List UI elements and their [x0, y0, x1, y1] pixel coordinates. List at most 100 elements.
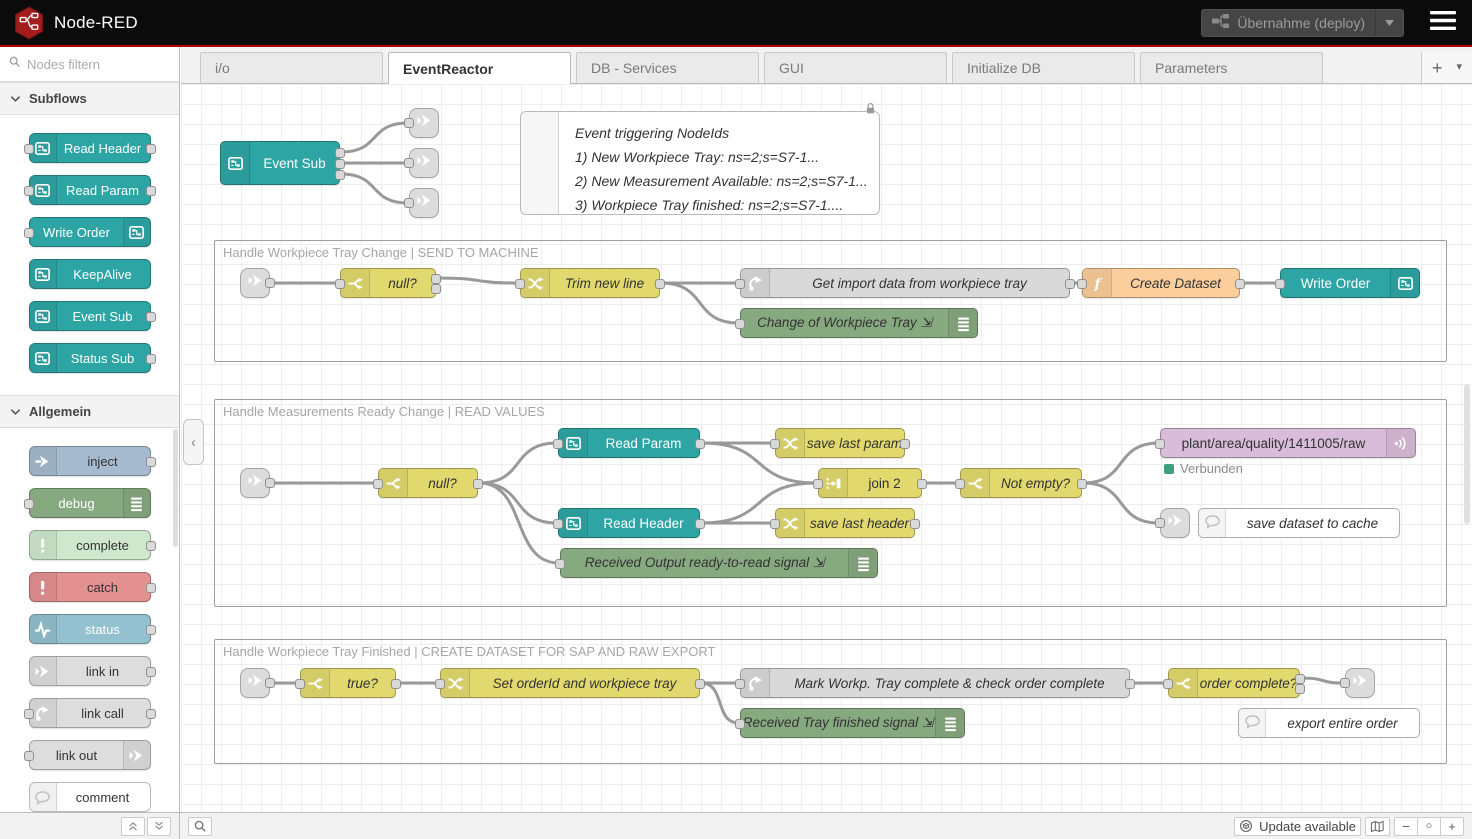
input-port[interactable] — [23, 144, 34, 154]
input-port[interactable] — [515, 279, 525, 289]
output-port[interactable] — [1077, 479, 1087, 489]
flow-node[interactable]: Write Order — [1275, 268, 1420, 298]
expand-all-button[interactable] — [147, 816, 171, 836]
tab-initialize-db[interactable]: Initialize DB — [952, 52, 1135, 83]
palette-scrollbar[interactable] — [173, 429, 178, 547]
palette-node-link-in[interactable]: link in — [28, 656, 156, 686]
input-port[interactable] — [1155, 439, 1165, 449]
deploy-button[interactable]: Übernahme (deploy) — [1201, 8, 1404, 37]
canvas-search-button[interactable] — [188, 816, 212, 836]
flow-node[interactable]: Trim new line — [515, 268, 665, 298]
output-port[interactable] — [1125, 679, 1135, 689]
input-port[interactable] — [295, 679, 305, 689]
flow-node[interactable]: Change of Workpiece Tray ⇲ — [735, 308, 978, 338]
tab-parameters[interactable]: Parameters — [1140, 52, 1323, 83]
link-in-node[interactable] — [240, 468, 275, 498]
input-port[interactable] — [373, 479, 383, 489]
input-port[interactable] — [23, 228, 34, 238]
flow-node[interactable]: Set orderId and workpiece tray — [435, 668, 705, 698]
flow-node[interactable]: Not empty? — [955, 468, 1087, 498]
link-out-node[interactable] — [404, 108, 439, 138]
flow-node[interactable]: Read Header — [553, 508, 705, 538]
output-port[interactable] — [265, 678, 275, 688]
input-port[interactable] — [435, 679, 445, 689]
output-port[interactable] — [145, 709, 156, 719]
input-port[interactable] — [335, 279, 345, 289]
flow-group[interactable]: Handle Workpiece Tray Finished | CREATE … — [214, 639, 1447, 764]
output-port[interactable] — [145, 541, 156, 551]
flow-node[interactable]: Get import data from workpiece tray — [735, 268, 1075, 298]
output-port[interactable] — [145, 144, 156, 154]
output-port[interactable] — [695, 519, 705, 529]
output-port[interactable] — [145, 625, 156, 635]
output-port[interactable] — [145, 186, 156, 196]
flow-node[interactable]: save last header — [770, 508, 920, 538]
output-port[interactable] — [265, 478, 275, 488]
palette-node-inject[interactable]: inject — [28, 446, 156, 476]
tab-gui[interactable]: GUI — [764, 52, 947, 83]
palette-node-debug[interactable]: debug — [23, 488, 151, 518]
output-port[interactable] — [1295, 674, 1305, 684]
input-port[interactable] — [23, 499, 34, 509]
comment-node[interactable]: export entire order — [1238, 708, 1420, 738]
palette-search[interactable] — [0, 47, 179, 82]
flow-node[interactable]: Event Sub — [220, 141, 345, 185]
input-port[interactable] — [404, 118, 414, 128]
tab-i-o[interactable]: i/o — [200, 52, 383, 83]
palette-category-allgemein[interactable]: Allgemein — [0, 395, 179, 428]
flow-node[interactable]: join 2 — [813, 468, 927, 498]
comment-node[interactable]: save dataset to cache — [1198, 508, 1400, 538]
input-port[interactable] — [1077, 279, 1087, 289]
flow-node[interactable]: save last param — [770, 428, 910, 458]
palette-node-read-header[interactable]: Read Header — [23, 133, 156, 163]
collapse-all-button[interactable] — [121, 816, 145, 836]
output-port[interactable] — [695, 439, 705, 449]
input-port[interactable] — [555, 559, 565, 569]
zoom-in-button[interactable]: + — [1440, 816, 1464, 836]
flow-group[interactable]: Handle Workpiece Tray Change | SEND TO M… — [214, 240, 1447, 362]
output-port[interactable] — [145, 457, 156, 467]
input-port[interactable] — [553, 439, 563, 449]
output-port[interactable] — [145, 667, 156, 677]
input-port[interactable] — [1340, 678, 1350, 688]
wire[interactable] — [339, 121, 410, 154]
palette-category-subflows[interactable]: Subflows — [0, 82, 179, 115]
flow-canvas[interactable]: Handle Workpiece Tray Change | SEND TO M… — [181, 84, 1472, 812]
output-port[interactable] — [431, 284, 441, 294]
input-port[interactable] — [955, 479, 965, 489]
main-menu-button[interactable] — [1430, 10, 1456, 35]
palette-node-read-param[interactable]: Read Param — [23, 175, 156, 205]
input-port[interactable] — [735, 319, 745, 329]
input-port[interactable] — [1155, 518, 1165, 528]
output-port[interactable] — [391, 679, 401, 689]
input-port[interactable] — [404, 158, 414, 168]
palette-node-complete[interactable]: complete — [28, 530, 156, 560]
output-port[interactable] — [145, 583, 156, 593]
flow-group[interactable]: Handle Measurements Ready Change | READ … — [214, 399, 1447, 607]
wire[interactable] — [339, 172, 410, 205]
flow-node[interactable]: Mark Workp. Tray complete & check order … — [735, 668, 1135, 698]
palette-node-keepalive[interactable]: KeepAlive — [28, 259, 151, 289]
flow-node[interactable]: null? — [335, 268, 441, 298]
input-port[interactable] — [770, 519, 780, 529]
flow-node[interactable]: order complete? — [1163, 668, 1305, 698]
input-port[interactable] — [735, 719, 745, 729]
palette-node-link-out[interactable]: link out — [23, 740, 151, 770]
flow-node[interactable]: true? — [295, 668, 401, 698]
sidebar-collapse-handle[interactable]: ‹ — [183, 419, 204, 465]
palette-node-write-order[interactable]: Write Order — [23, 217, 151, 247]
output-port[interactable] — [265, 278, 275, 288]
link-out-node[interactable] — [404, 148, 439, 178]
output-port[interactable] — [655, 279, 665, 289]
zoom-out-button[interactable]: − — [1394, 816, 1418, 836]
palette-node-status[interactable]: status — [28, 614, 156, 644]
add-flow-button[interactable]: + — [1431, 57, 1443, 78]
output-port[interactable] — [910, 519, 920, 529]
output-port[interactable] — [335, 170, 345, 180]
link-in-node[interactable] — [240, 668, 275, 698]
output-port[interactable] — [335, 159, 345, 169]
output-port[interactable] — [695, 679, 705, 689]
input-port[interactable] — [404, 198, 414, 208]
